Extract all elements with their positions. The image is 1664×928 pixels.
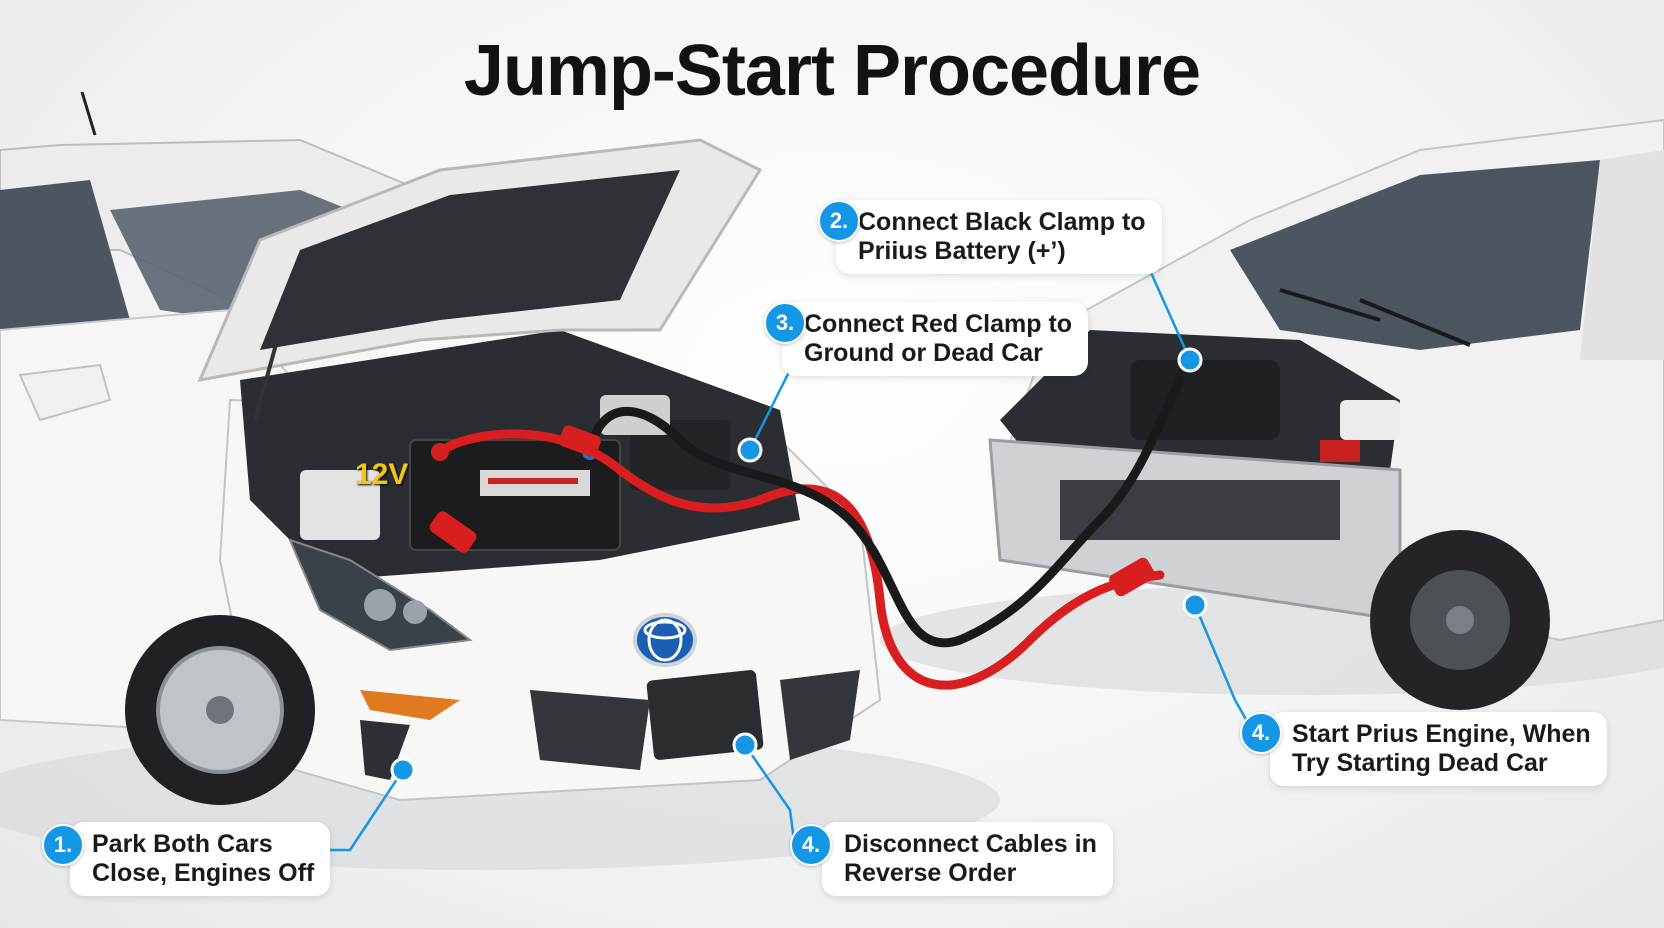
step-4-disconnect-line-2: Reverse Order: [844, 859, 1017, 887]
step-3-line-2: Ground or Dead Car: [804, 339, 1043, 367]
step-4-start-line-2: Try Starting Dead Car: [1292, 749, 1548, 777]
jumper-cables: [429, 375, 1185, 690]
step-2-line-1: Connect Black Clamp to: [858, 208, 1146, 236]
step-4-disconnect-badge: 4.: [790, 824, 832, 866]
step-3-callout: Connect Red Clamp to Ground or Dead Car: [782, 302, 1089, 376]
step-4-start-callout: Start Prius Engine, When Try Starting De…: [1270, 712, 1607, 786]
black-cable: [585, 375, 1185, 648]
step-1-badge: 1.: [42, 824, 84, 866]
step-2-line-2: Priius Battery (+’): [858, 237, 1066, 265]
dead-car: [988, 118, 1664, 710]
step-1-callout: Park Both Cars Close, Engines Off: [70, 822, 331, 896]
step-1-line-2: Close, Engines Off: [92, 859, 315, 887]
anchor-dot-4b: [732, 732, 758, 758]
toyota-logo-icon: [633, 613, 697, 667]
anchor-dots: [390, 347, 1208, 783]
page-title: Jump-Start Procedure: [463, 31, 1201, 111]
step-4-start-line-1: Start Prius Engine, When: [1292, 720, 1591, 748]
anchor-dot-2: [1177, 347, 1203, 373]
step-3-badge: 3.: [764, 302, 806, 344]
anchor-dot-3: [737, 437, 763, 463]
anchor-dot-4a: [1182, 592, 1208, 618]
battery-voltage-label: 12V: [355, 458, 409, 491]
step-2-callout: Connect Black Clamp to Priius Battery (+…: [836, 200, 1162, 274]
step-4-disconnect-line-1: Disconnect Cables in: [844, 830, 1097, 858]
prius-car: [0, 91, 882, 805]
step-3-line-1: Connect Red Clamp to: [804, 310, 1073, 338]
step-1-line-1: Park Both Cars: [92, 830, 273, 858]
anchor-dot-1: [390, 757, 416, 783]
step-4-start-badge: 4.: [1240, 712, 1282, 754]
step-2-badge: 2.: [818, 200, 860, 242]
step-4-disconnect-callout: Disconnect Cables in Reverse Order: [822, 822, 1113, 896]
